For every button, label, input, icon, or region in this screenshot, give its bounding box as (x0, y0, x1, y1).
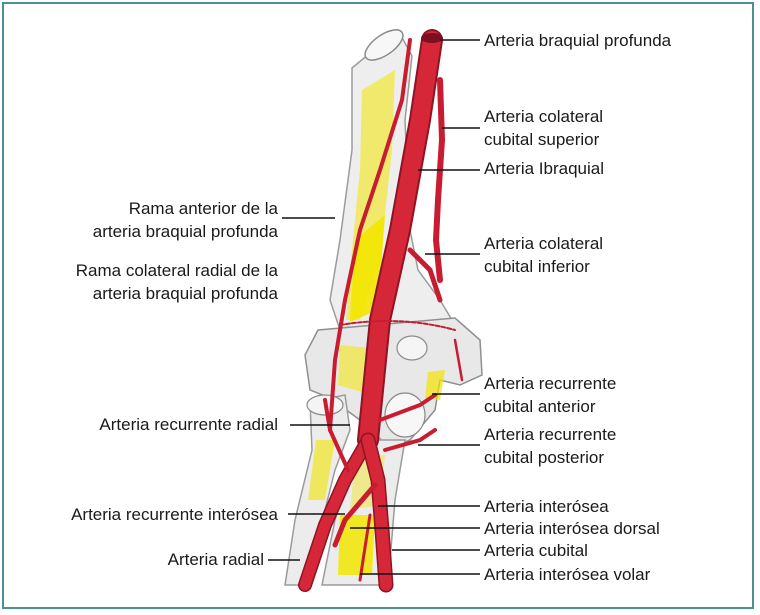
label-interosea-volar: Arteria interósea volar (484, 565, 651, 584)
label-rama-anterior: Rama anterior de la arteria braquial pro… (92, 199, 278, 241)
arteries (298, 29, 464, 593)
label-colateral-cubital-inferior: Arteria colateral cubital inferior (484, 234, 604, 276)
label-recurrente-cubital-anterior: Arteria recurrente cubital anterior (484, 374, 617, 416)
label-interosea-dorsal: Arteria interósea dorsal (484, 519, 660, 538)
label-recurrente-cubital-posterior: Arteria recurrente cubital posterior (484, 425, 617, 467)
diagram-border (2, 2, 754, 609)
label-rama-colateral-radial: Rama colateral radial de la arteria braq… (75, 261, 278, 303)
label-ibraquial: Arteria Ibraquial (484, 159, 605, 178)
label-recurrente-radial: Arteria recurrente radial (99, 415, 278, 434)
label-cubital: Arteria cubital (484, 541, 588, 560)
label-interosea: Arteria interósea (484, 497, 609, 516)
elbow-joint-bones (304, 317, 483, 449)
label-recurrente-interosea: Arteria recurrente interósea (71, 505, 278, 524)
label-colateral-cubital-superior: Arteria colateral cubital superior (484, 107, 604, 149)
leader-lines (268, 39, 480, 575)
label-braquial-profunda: Arteria braquial profunda (484, 31, 672, 50)
label-radial: Arteria radial (167, 550, 264, 569)
